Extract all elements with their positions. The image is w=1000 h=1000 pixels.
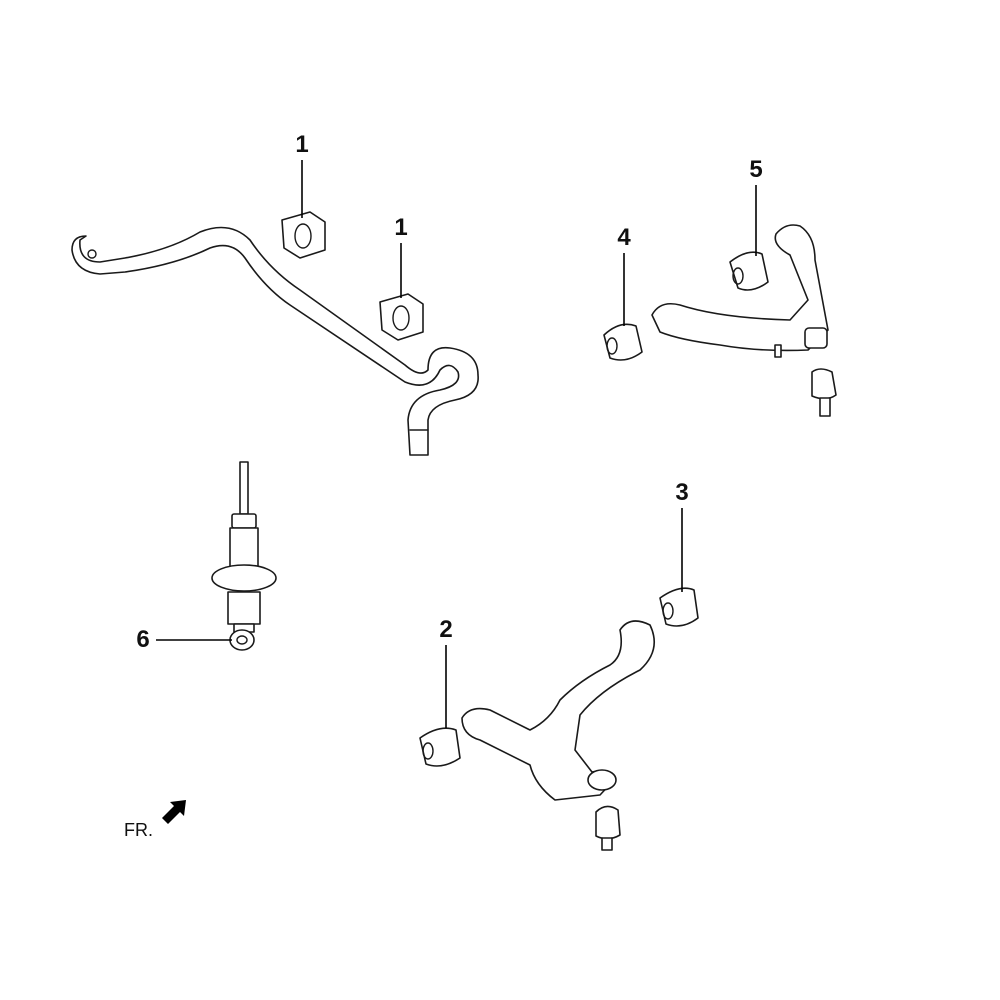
callout-6: 6 <box>136 626 150 653</box>
callout-5: 5 <box>749 156 763 183</box>
callout-4: 4 <box>617 224 631 251</box>
callout-2: 2 <box>439 616 453 643</box>
front-direction-label: FR. <box>124 820 153 840</box>
upper-arm-bushing-rear <box>729 251 769 291</box>
stabilizer-bushing-upper <box>281 211 326 259</box>
lower-arm-bushing-front <box>419 727 461 767</box>
lower-arm-bushing-rear <box>659 587 699 627</box>
lower-control-arm <box>461 620 656 851</box>
shock-absorber <box>211 461 277 651</box>
callout-1a: 1 <box>295 131 309 158</box>
stabilizer-bar <box>71 226 479 456</box>
callout-3: 3 <box>675 479 689 506</box>
callout-1b: 1 <box>394 214 408 241</box>
stabilizer-bushing-lower <box>379 293 424 341</box>
upper-control-arm <box>651 224 837 417</box>
upper-arm-bushing-front <box>603 323 643 361</box>
arrow-down-left-icon <box>162 800 186 824</box>
